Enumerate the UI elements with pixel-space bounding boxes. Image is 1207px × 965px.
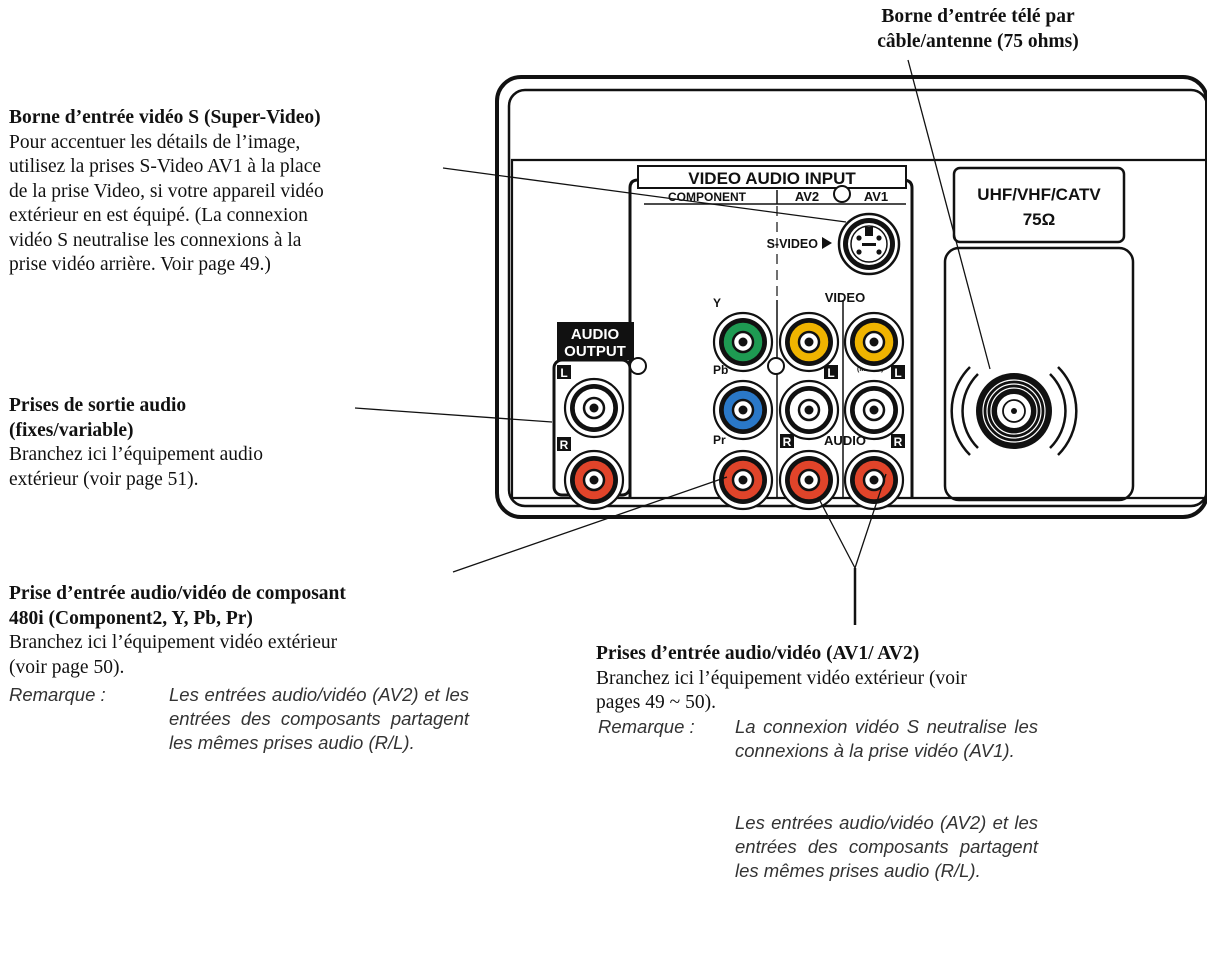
- jack-component-pb: [712, 379, 774, 441]
- leader-svideo: [442, 167, 847, 223]
- audio-output-label-line1: AUDIO: [571, 326, 620, 343]
- callout-svideo-body-line: prise vidéo arrière. Voir page 49.): [9, 254, 271, 275]
- column-label-component: COMPONENT: [668, 190, 747, 204]
- note-component: Remarque : Les entrées audio/vidéo (AV2)…: [9, 683, 469, 803]
- callout-svideo-body-line: de la prise Video, si votre appareil vid…: [9, 180, 324, 202]
- svg-text:R: R: [894, 435, 903, 449]
- callout-svideo-body-line: utilisez la prises S-Video AV1 à la plac…: [9, 156, 322, 177]
- jack-av1-audio-right: [843, 449, 905, 511]
- note-av-inputs-text-1: La connexion vidéo S neutralise les conn…: [735, 716, 1038, 761]
- callout-av-inputs-title: Prises d’entrée audio/vidéo (AV1/ AV2): [596, 643, 920, 664]
- svg-text:L: L: [827, 366, 834, 380]
- antenna-arc-left: [950, 366, 979, 456]
- video-audio-input-header: VIDEO AUDIO INPUT: [688, 169, 856, 188]
- callout-av-inputs: Prises d’entrée audio/vidéo (AV1/ AV2) B…: [596, 642, 1036, 716]
- callout-audio-output-body-line: Branchez ici l’équipement audio: [9, 444, 263, 465]
- callout-component-body-line: Branchez ici l’équipement vidéo extérieu…: [9, 632, 338, 653]
- callout-audio-output-body-line: extérieur (voir page 51).: [9, 468, 199, 490]
- badge-audio-out-left: L: [557, 365, 571, 380]
- callout-svideo-body-line: Pour accentuer les détails de l’image,: [9, 131, 301, 153]
- component-av2-indicator-circle: [767, 357, 785, 375]
- audio-output-header: [557, 322, 634, 360]
- column-label-av1: AV1: [864, 189, 888, 204]
- antenna-label-line1: UHF/VHF/CATV: [977, 185, 1101, 204]
- badge-av1-left: L: [891, 365, 905, 380]
- audio-output-label-line2: OUTPUT: [564, 343, 626, 360]
- jack-audio-output-left: [563, 377, 625, 439]
- callout-svideo-body-line: vidéo S neutralise les connexions à la: [9, 229, 302, 251]
- callout-cable-antenna-title-line1: Borne d’entrée télé par: [881, 6, 1075, 27]
- callout-cable-antenna: Borne d’entrée télé par câble/antenne (7…: [836, 5, 1120, 54]
- audio-output-indicator-circle: [629, 357, 647, 375]
- tv-housing-inner: [507, 88, 1207, 508]
- antenna-connector: [976, 373, 1052, 449]
- callout-component-title-line2: 480i (Component2, Y, Pb, Pr): [9, 607, 253, 629]
- antenna-arc-right: [1049, 366, 1078, 456]
- callout-audio-output: Prises de sortie audio (fixes/variable) …: [9, 394, 359, 492]
- svg-text:R: R: [783, 435, 792, 449]
- antenna-label-box: [952, 166, 1126, 244]
- svideo-label: S-VIDEO: [767, 237, 819, 251]
- jack-av1-audio-left: [843, 379, 905, 441]
- leader-audio-output: [354, 407, 553, 423]
- svideo-arrow-icon: [822, 237, 832, 249]
- label-pr: Pr: [713, 433, 726, 447]
- badge-av2-left: L: [824, 365, 838, 380]
- badge-audio-out-right: R: [557, 437, 571, 452]
- callout-av-inputs-body-line: pages 49 ~ 50).: [596, 692, 716, 713]
- badge-av2-right: R: [780, 434, 794, 449]
- note-av-inputs-label: Remarque :: [598, 716, 695, 737]
- antenna-label-line2: 75Ω: [1023, 210, 1056, 229]
- svg-text:R: R: [560, 438, 569, 452]
- jack-av2-audio-left: [778, 379, 840, 441]
- jack-component-pr: [712, 449, 774, 511]
- callout-audio-output-title-line1: Prises de sortie audio: [9, 395, 187, 416]
- badge-av1-right: R: [891, 434, 905, 449]
- jack-av2-video: [778, 311, 840, 373]
- antenna-recess: [943, 246, 1135, 502]
- svg-text:L: L: [560, 366, 567, 380]
- leader-cable-antenna: [907, 59, 991, 370]
- callout-svideo: Borne d’entrée vidéo S (Super-Video) Pou…: [9, 106, 449, 278]
- jack-component-y: [712, 311, 774, 373]
- callout-component: Prise d’entrée audio/vidéo de composant …: [9, 582, 469, 680]
- rca-jacks: [563, 311, 905, 511]
- leader-av1-audio: [854, 473, 887, 569]
- callout-component-body-line: (voir page 50).: [9, 656, 125, 678]
- label-audio: AUDIO: [824, 433, 866, 448]
- svg-text:L: L: [894, 366, 901, 380]
- jack-av2-audio-right: [778, 449, 840, 511]
- callout-svideo-title: Borne d’entrée vidéo S (Super-Video): [9, 107, 321, 128]
- av1-indicator-circle: [833, 185, 851, 203]
- note-av-inputs-text-2: Les entrées audio/vidéo (AV2) et les ent…: [735, 812, 1038, 881]
- leader-component: [452, 476, 728, 573]
- tv-housing-outer: [495, 75, 1207, 519]
- note-component-label: Remarque :: [9, 684, 106, 705]
- column-label-av2: AV2: [795, 189, 819, 204]
- callout-component-title-line1: Prise d’entrée audio/vidéo de composant: [9, 583, 346, 604]
- note-av-inputs: Remarque : La connexion vidéo S neutrali…: [598, 715, 1038, 955]
- callout-audio-output-title-line2: (fixes/variable): [9, 419, 134, 441]
- callout-av-inputs-body-line: Branchez ici l’équipement vidéo extérieu…: [596, 667, 967, 689]
- note-component-text: Les entrées audio/vidéo (AV2) et les ent…: [169, 684, 469, 753]
- jack-av1-video: [843, 311, 905, 373]
- jack-audio-output-right: [563, 449, 625, 511]
- label-video: VIDEO: [825, 290, 865, 305]
- callout-svideo-body-line: extérieur en est équipé. (La connexion: [9, 205, 308, 226]
- leader-av2-audio: [817, 496, 856, 569]
- label-y: Y: [713, 296, 721, 310]
- label-pb: Pb: [713, 363, 728, 377]
- callout-cable-antenna-title-line2: câble/antenne (75 ohms): [877, 30, 1079, 52]
